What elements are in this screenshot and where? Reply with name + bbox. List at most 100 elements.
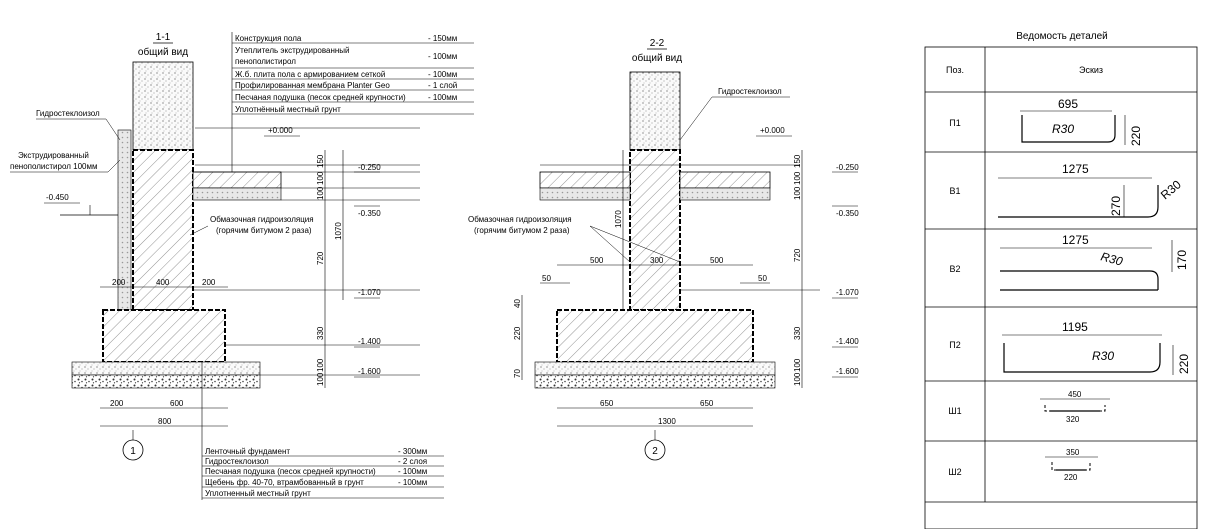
svg-text:220: 220 [513, 326, 522, 340]
svg-text:Экструдированный: Экструдированный [18, 151, 89, 160]
svg-text:R30: R30 [1158, 177, 1184, 202]
svg-text:1070: 1070 [614, 210, 623, 228]
footing-1 [102, 309, 226, 363]
svg-text:500: 500 [710, 256, 724, 265]
wall-1 [132, 61, 194, 151]
schedule-table: Ведомость деталей Поз. Эскиз П1 В1 В2 П2… [924, 31, 1198, 529]
svg-text:-0.250: -0.250 [358, 163, 381, 172]
svg-text:170: 170 [1175, 250, 1189, 270]
floor-layers-table: Конструкция пола - 150мм Утеплитель экст… [231, 32, 474, 117]
svg-text:-1.070: -1.070 [836, 288, 859, 297]
svg-text:- 300мм: - 300мм [398, 447, 427, 456]
svg-text:-0.350: -0.350 [358, 209, 381, 218]
svg-text:-1.600: -1.600 [836, 367, 859, 376]
svg-text:650: 650 [600, 399, 614, 408]
svg-text:100: 100 [793, 171, 802, 185]
svg-text:(горячим битумом 2 раза): (горячим битумом 2 раза) [216, 226, 312, 235]
svg-text:-1.400: -1.400 [836, 337, 859, 346]
svg-text:220: 220 [1064, 473, 1078, 482]
svg-text:- 1 слой: - 1 слой [428, 81, 457, 90]
svg-text:- 100мм: - 100мм [398, 467, 427, 476]
foundation-wall-2 [629, 149, 681, 311]
svg-text:Обмазочная гидроизоляция: Обмазочная гидроизоляция [210, 215, 314, 224]
svg-text:650: 650 [700, 399, 714, 408]
svg-text:Конструкция пола: Конструкция пола [235, 34, 302, 43]
svg-text:150: 150 [316, 154, 325, 168]
svg-text:Утеплитель экструдированный: Утеплитель экструдированный [235, 46, 350, 55]
section-1-subtitle: общий вид [138, 46, 188, 58]
svg-text:200: 200 [110, 399, 124, 408]
svg-text:100: 100 [316, 372, 325, 386]
svg-text:100: 100 [793, 358, 802, 372]
svg-text:100: 100 [793, 372, 802, 386]
gravel-bed-1 [71, 374, 261, 389]
svg-text:1275: 1275 [1062, 162, 1089, 176]
svg-text:100: 100 [316, 358, 325, 372]
svg-text:R30: R30 [1092, 349, 1114, 363]
svg-text:50: 50 [542, 274, 551, 283]
svg-text:1070: 1070 [334, 222, 343, 240]
svg-text:П2: П2 [949, 340, 960, 350]
svg-text:270: 270 [1109, 196, 1123, 216]
svg-text:100: 100 [316, 171, 325, 185]
svg-text:350: 350 [1066, 448, 1080, 457]
section-2-2: 2-2 общий вид Гидростеклоизол Обмазочная… [468, 38, 859, 461]
axis-marker-1 [122, 439, 144, 461]
svg-text:- 2 слоя: - 2 слоя [398, 457, 427, 466]
svg-text:40: 40 [513, 299, 522, 308]
svg-text:Песчаная подушка (песок средне: Песчаная подушка (песок средней крупност… [235, 93, 406, 102]
svg-text:70: 70 [513, 369, 522, 378]
svg-text:-1.600: -1.600 [358, 367, 381, 376]
svg-text:Поз.: Поз. [946, 65, 964, 75]
svg-text:Гидростеклоизол: Гидростеклоизол [36, 109, 100, 118]
svg-text:1: 1 [130, 446, 136, 457]
svg-text:100: 100 [316, 186, 325, 200]
svg-text:R30: R30 [1099, 249, 1124, 268]
svg-text:-0.250: -0.250 [836, 163, 859, 172]
svg-text:150: 150 [793, 154, 802, 168]
svg-text:Щебень фр. 40-70, втрамбованны: Щебень фр. 40-70, втрамбованный в грунт [205, 478, 364, 487]
svg-text:800: 800 [158, 417, 172, 426]
svg-text:200: 200 [202, 278, 216, 287]
svg-text:Ш1: Ш1 [948, 406, 961, 416]
axis-marker-2 [644, 439, 666, 461]
svg-text:+0.000: +0.000 [268, 126, 293, 135]
svg-text:330: 330 [316, 326, 325, 340]
svg-text:- 100мм: - 100мм [428, 52, 457, 61]
svg-text:Профилированная мембрана Plant: Профилированная мембрана Planter Geo [235, 81, 390, 90]
svg-text:400: 400 [156, 278, 170, 287]
svg-text:1275: 1275 [1062, 233, 1089, 247]
svg-text:Эскиз: Эскиз [1079, 65, 1103, 75]
svg-text:Ш2: Ш2 [948, 467, 961, 477]
svg-text:Ленточный фундамент: Ленточный фундамент [205, 447, 290, 456]
svg-text:Гидростеклоизол: Гидростеклоизол [718, 87, 782, 96]
svg-text:Песчаная подушка (песок средне: Песчаная подушка (песок средней крупност… [205, 467, 376, 476]
section-1-1: 1-1 общий вид Конструкция пола - 150мм У… [10, 32, 474, 500]
svg-text:330: 330 [793, 326, 802, 340]
svg-text:- 150мм: - 150мм [428, 34, 457, 43]
svg-text:100: 100 [793, 186, 802, 200]
svg-text:450: 450 [1068, 390, 1082, 399]
svg-text:2: 2 [652, 446, 658, 457]
svg-text:R30: R30 [1052, 122, 1074, 136]
svg-text:П1: П1 [949, 118, 960, 128]
svg-text:-0.450: -0.450 [46, 193, 69, 202]
foundation-wall-1 [132, 149, 194, 311]
svg-text:пенополистирол: пенополистирол [235, 57, 296, 66]
section-2-subtitle: общий вид [632, 52, 682, 64]
svg-text:1300: 1300 [658, 417, 676, 426]
svg-text:200: 200 [112, 278, 126, 287]
svg-text:-1.070: -1.070 [358, 288, 381, 297]
svg-text:- 100мм: - 100мм [428, 70, 457, 79]
section-1-title: 1-1 [156, 32, 171, 43]
foundation-layers-table: Ленточный фундамент - 300мм Гидростеклои… [201, 362, 444, 500]
svg-text:-0.350: -0.350 [836, 209, 859, 218]
svg-text:50: 50 [758, 274, 767, 283]
svg-text:600: 600 [170, 399, 184, 408]
section-2-title: 2-2 [650, 38, 665, 49]
svg-text:720: 720 [316, 251, 325, 265]
svg-text:В2: В2 [949, 264, 960, 274]
svg-text:+0.000: +0.000 [760, 126, 785, 135]
svg-text:Уплотнённый местный грунт: Уплотнённый местный грунт [235, 105, 341, 114]
